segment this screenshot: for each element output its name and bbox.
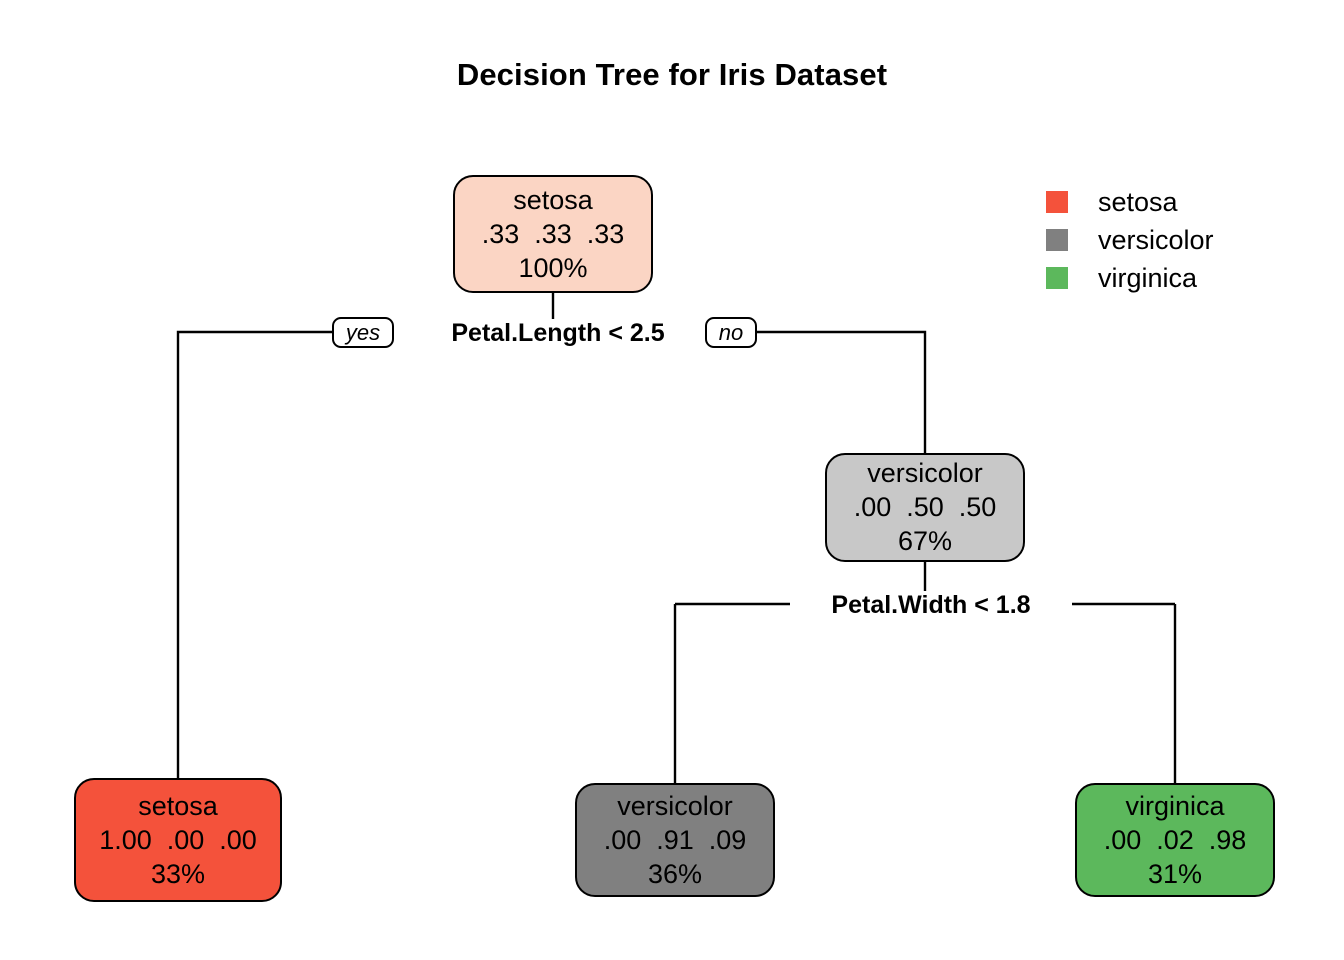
edge-yes-to-setosa [176, 330, 332, 778]
legend-swatch-icon-versicolor [1046, 229, 1068, 251]
tree-node-leaf-versicolor[interactable]: versicolor .00 .91 .09 36% [575, 783, 775, 897]
node-probabilities: .00 .50 .50 [853, 492, 997, 522]
node-probabilities: 1.00 .00 .00 [99, 824, 257, 855]
node-percent: 100% [518, 252, 588, 283]
legend-swatch-icon-setosa [1046, 191, 1068, 213]
edge-no-to-versicolor [757, 330, 927, 453]
node-class-label: virginica [1125, 790, 1225, 821]
node-percent: 31% [1147, 858, 1203, 889]
tree-node-internal-versicolor[interactable]: versicolor .00 .50 .50 67% [825, 453, 1025, 562]
node-class-label: setosa [513, 184, 593, 215]
legend-label: versicolor [1098, 224, 1214, 255]
split-label-petal-width: Petal.Width < 1.8 [790, 591, 1072, 620]
node-probabilities: .33 .33 .33 [481, 218, 625, 249]
split-label-petal-length: Petal.Length < 2.5 [408, 319, 708, 348]
node-percent: 67% [897, 526, 953, 556]
legend-swatch-icon-virginica [1046, 267, 1068, 289]
split-yes-pill[interactable]: yes [332, 317, 394, 348]
legend-item-virginica[interactable]: virginica [1046, 259, 1214, 297]
page-title: Decision Tree for Iris Dataset [456, 57, 888, 92]
tree-node-leaf-virginica[interactable]: virginica .00 .02 .98 31% [1075, 783, 1275, 897]
legend: setosa versicolor virginica [1046, 183, 1214, 297]
node-class-label: versicolor [617, 790, 733, 821]
node-percent: 36% [647, 858, 703, 889]
node-class-label: versicolor [867, 458, 983, 488]
legend-item-versicolor[interactable]: versicolor [1046, 221, 1214, 259]
node-probabilities: .00 .91 .09 [603, 824, 747, 855]
split-no-pill[interactable]: no [705, 317, 757, 348]
node-percent: 33% [150, 858, 206, 889]
tree-node-root[interactable]: setosa .33 .33 .33 100% [453, 175, 653, 293]
node-class-label: setosa [138, 790, 218, 821]
node-probabilities: .00 .02 .98 [1103, 824, 1247, 855]
tree-node-leaf-setosa[interactable]: setosa 1.00 .00 .00 33% [74, 778, 282, 902]
legend-item-setosa[interactable]: setosa [1046, 183, 1214, 221]
legend-label: setosa [1098, 186, 1178, 217]
legend-label: virginica [1098, 262, 1198, 293]
